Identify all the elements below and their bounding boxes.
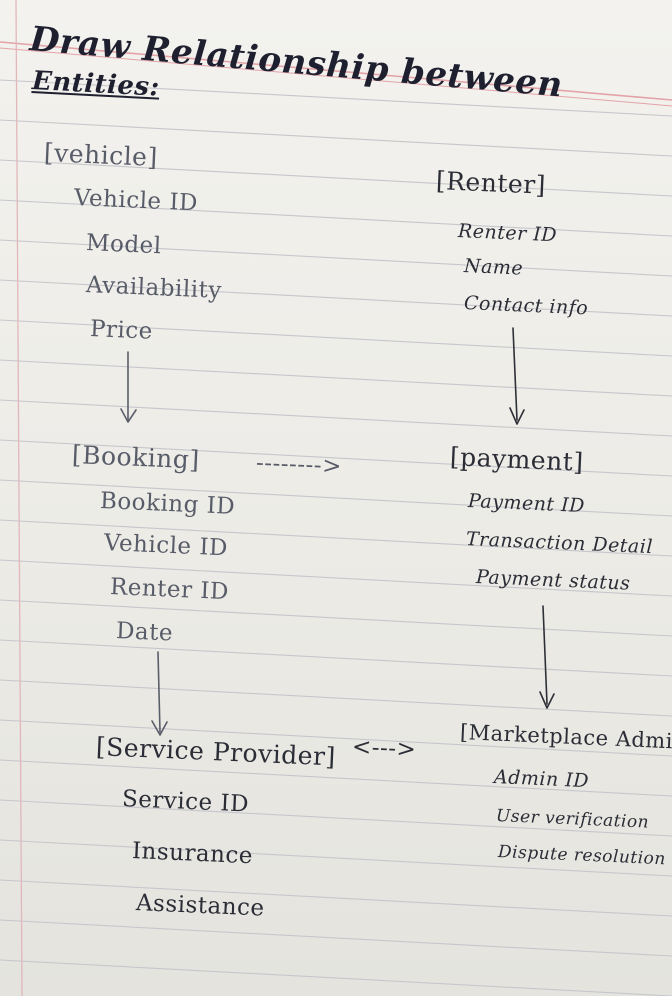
vehicle-field: Price <box>89 316 154 345</box>
marketplace-admin-field: Admin ID <box>493 766 590 793</box>
vehicle-field: Availability <box>85 272 223 304</box>
renter-field: Contact info <box>463 292 589 320</box>
service-provider-field: Insurance <box>131 838 254 870</box>
vehicle-header: [vehicle] <box>43 138 159 172</box>
booking-field: Date <box>115 618 174 647</box>
renter-field: Renter ID <box>457 220 558 247</box>
booking-field: Renter ID <box>109 574 230 606</box>
service-provider-field: Assistance <box>135 890 266 922</box>
payment-header: [payment] <box>449 442 585 477</box>
booking-field: Vehicle ID <box>103 530 229 562</box>
renter-header: [Renter] <box>435 166 547 200</box>
booking-field: Booking ID <box>99 488 236 520</box>
renter-field: Name <box>463 255 524 280</box>
booking-header: [Booking] <box>71 440 201 475</box>
connector-booking-payment: --------> <box>255 450 343 480</box>
vehicle-field: Vehicle ID <box>73 185 199 217</box>
service-provider-field: Service ID <box>121 786 250 818</box>
page-subtitle: Entities: <box>31 66 161 103</box>
vehicle-field: Model <box>85 230 163 260</box>
payment-field: Payment ID <box>467 490 586 518</box>
connector-provider-admin: <---> <box>351 734 417 763</box>
